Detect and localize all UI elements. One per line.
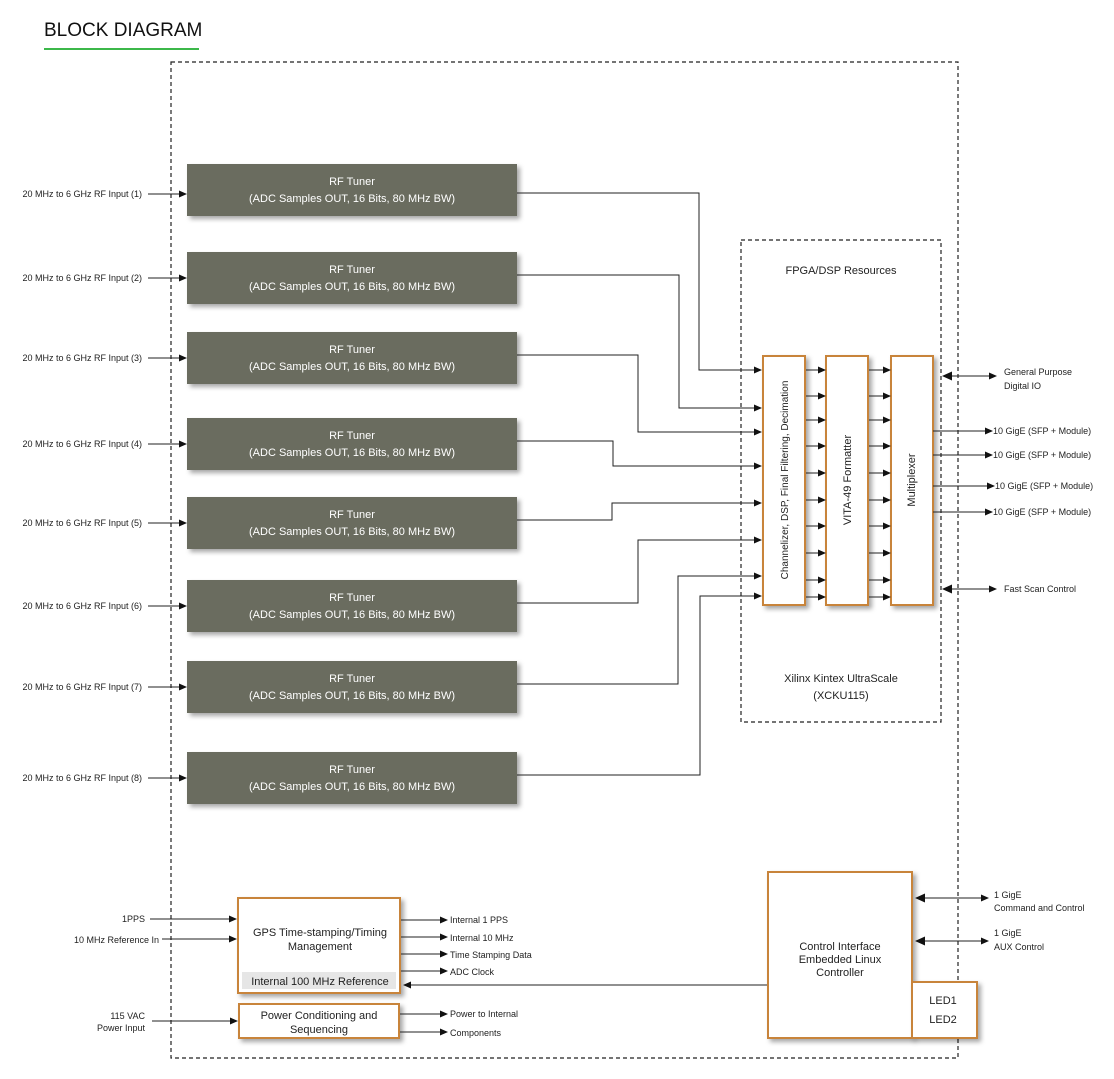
page-title: BLOCK DIAGRAM xyxy=(44,20,202,41)
control-gige2-label-line2: AUX Control xyxy=(994,942,1044,952)
rf-tuner-subtitle-5: (ADC Samples OUT, 16 Bits, 80 MHz BW) xyxy=(249,526,455,538)
fast-scan-label: Fast Scan Control xyxy=(1004,584,1076,594)
control-label-line1: Control Interface xyxy=(799,941,880,953)
rf-tuner-subtitle-3: (ADC Samples OUT, 16 Bits, 80 MHz BW) xyxy=(249,361,455,373)
led-block xyxy=(911,981,978,1039)
ref-input-label: 10 MHz Reference In xyxy=(74,935,159,945)
rf-tuner-block-1 xyxy=(187,164,517,216)
rf-input-label-4: 20 MHz to 6 GHz RF Input (4) xyxy=(22,439,142,449)
pps-input-label: 1PPS xyxy=(122,914,145,924)
gpio-label-line1: General Purpose xyxy=(1004,367,1072,377)
rf-tuner-block-5 xyxy=(187,497,517,549)
rf-tuner-subtitle-6: (ADC Samples OUT, 16 Bits, 80 MHz BW) xyxy=(249,609,455,621)
rf-tuner-title-2: RF Tuner xyxy=(329,264,375,276)
tuner-route-6 xyxy=(517,536,762,604)
led1-label: LED1 xyxy=(929,995,957,1007)
title-underline xyxy=(44,48,199,50)
power-input-label-line1: 115 VAC xyxy=(110,1011,145,1021)
rf-tuner-block-4 xyxy=(187,418,517,470)
fpga-enclosure xyxy=(740,239,942,723)
gpio-label-line2: Digital IO xyxy=(1004,381,1041,391)
rf-tuner-block-8 xyxy=(187,752,517,804)
gps-reference-panel xyxy=(242,972,396,989)
tuner-route-1 xyxy=(517,192,762,374)
gige-label-1: 10 GigE (SFP + Module) xyxy=(993,426,1091,436)
rf-tuner-subtitle-2: (ADC Samples OUT, 16 Bits, 80 MHz BW) xyxy=(249,281,455,293)
control-gige2-label-line1: 1 GigE xyxy=(994,928,1022,938)
rf-tuner-title-6: RF Tuner xyxy=(329,592,375,604)
gps-out-label-2: Internal 10 MHz xyxy=(450,933,514,943)
gige-label-3: 10 GigE (SFP + Module) xyxy=(995,481,1093,491)
rf-tuner-title-3: RF Tuner xyxy=(329,344,375,356)
power-title-line1: Power Conditioning and xyxy=(261,1010,378,1022)
multiplexer-block xyxy=(890,355,934,606)
power-out-label-2: Components xyxy=(450,1028,502,1038)
rf-tuner-block-3 xyxy=(187,332,517,384)
rf-tuner-subtitle-1: (ADC Samples OUT, 16 Bits, 80 MHz BW) xyxy=(249,193,455,205)
rf-tuner-title-4: RF Tuner xyxy=(329,430,375,442)
gige-label-4: 10 GigE (SFP + Module) xyxy=(993,507,1091,517)
led2-label: LED2 xyxy=(929,1014,957,1026)
gps-out-label-4: ADC Clock xyxy=(450,967,495,977)
rf-tuner-title-5: RF Tuner xyxy=(329,509,375,521)
rf-tuner-block-7 xyxy=(187,661,517,713)
rf-input-label-1: 20 MHz to 6 GHz RF Input (1) xyxy=(22,189,142,199)
control-block xyxy=(767,871,913,1039)
gige-label-2: 10 GigE (SFP + Module) xyxy=(993,450,1091,460)
rf-tuner-block-6 xyxy=(187,580,517,632)
fpga-chip-name: Xilinx Kintex UltraScale xyxy=(784,673,898,685)
rf-tuner-subtitle-7: (ADC Samples OUT, 16 Bits, 80 MHz BW) xyxy=(249,690,455,702)
control-gige1-label-line2: Command and Control xyxy=(994,903,1085,913)
multiplexer-label: Multiplexer xyxy=(906,453,918,507)
system-enclosure xyxy=(170,61,959,1059)
rf-input-label-3: 20 MHz to 6 GHz RF Input (3) xyxy=(22,353,142,363)
rf-tuner-block-2 xyxy=(187,252,517,304)
rf-tuner-title-1: RF Tuner xyxy=(329,176,375,188)
rf-input-label-2: 20 MHz to 6 GHz RF Input (2) xyxy=(22,273,142,283)
rf-input-label-8: 20 MHz to 6 GHz RF Input (8) xyxy=(22,773,142,783)
tuner-route-4 xyxy=(517,440,762,470)
channelizer-label: Channelizer, DSP, Final Filtering, Decim… xyxy=(780,381,791,580)
rf-tuner-title-8: RF Tuner xyxy=(329,764,375,776)
gps-title-line1: GPS Time-stamping/Timing xyxy=(253,927,387,939)
tuner-route-7 xyxy=(517,572,762,685)
rf-tuner-title-7: RF Tuner xyxy=(329,673,375,685)
tuner-route-8 xyxy=(517,592,762,776)
formatter-block xyxy=(825,355,869,606)
control-label-line3: Controller xyxy=(816,967,864,979)
rf-input-label-5: 20 MHz to 6 GHz RF Input (5) xyxy=(22,518,142,528)
gps-out-label-1: Internal 1 PPS xyxy=(450,915,508,925)
power-block xyxy=(238,1003,400,1039)
control-gige1-label-line1: 1 GigE xyxy=(994,890,1022,900)
fpga-title: FPGA/DSP Resources xyxy=(785,265,897,277)
channelizer-block xyxy=(762,355,806,606)
rf-input-label-6: 20 MHz to 6 GHz RF Input (6) xyxy=(22,601,142,611)
power-input-label-line2: Power Input xyxy=(97,1023,146,1033)
power-out-label-1: Power to Internal xyxy=(450,1009,518,1019)
control-label-line2: Embedded Linux xyxy=(799,954,882,966)
tuner-route-5 xyxy=(517,499,762,521)
rf-tuner-subtitle-8: (ADC Samples OUT, 16 Bits, 80 MHz BW) xyxy=(249,781,455,793)
power-title-line2: Sequencing xyxy=(290,1024,348,1036)
tuner-route-2 xyxy=(517,274,762,412)
gps-out-label-3: Time Stamping Data xyxy=(450,950,532,960)
tuner-route-3 xyxy=(517,354,762,436)
rf-input-label-7: 20 MHz to 6 GHz RF Input (7) xyxy=(22,682,142,692)
fpga-chip-part: (XCKU115) xyxy=(813,690,868,702)
formatter-label: VITA-49 Formatter xyxy=(842,435,854,526)
rf-tuner-subtitle-4: (ADC Samples OUT, 16 Bits, 80 MHz BW) xyxy=(249,447,455,459)
gps-title-line2: Management xyxy=(288,941,352,953)
gps-reference-label: Internal 100 MHz Reference xyxy=(251,976,389,988)
